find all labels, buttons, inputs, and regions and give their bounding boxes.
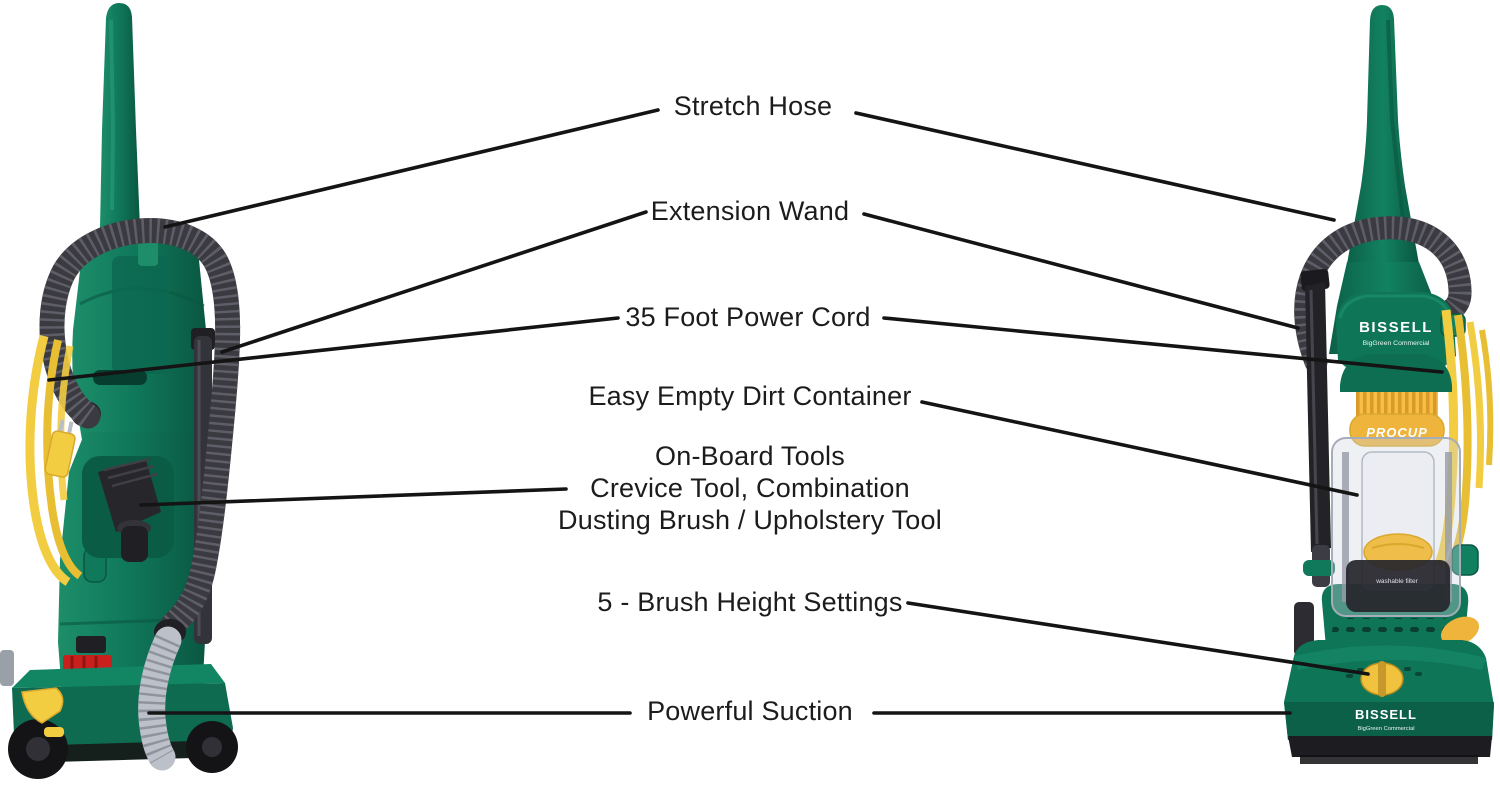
quick-release-tab	[1440, 616, 1480, 646]
sub-brand-text: BigGreen Commercial	[1357, 726, 1414, 732]
leader-line-power-cord-right	[882, 316, 1444, 374]
callout-onboard-line1: On-Board Tools	[655, 441, 845, 471]
leader-line-onboard-tools	[139, 487, 568, 507]
lever-tab	[44, 727, 64, 737]
sub-brand-text: BigGreen Commercial	[1363, 340, 1430, 347]
callout-dirt-container: Easy Empty Dirt Container	[588, 381, 912, 411]
leader-line-power-cord-left	[47, 316, 620, 382]
callout-stretch-hose: Stretch Hose	[673, 91, 833, 121]
leader-line-extension-wand-right	[862, 212, 1300, 330]
callout-onboard-line2: Crevice Tool, Combination	[590, 473, 910, 503]
base-bumper	[1288, 736, 1492, 757]
container-base	[1346, 560, 1450, 612]
callout-powerful-suction: Powerful Suction	[647, 696, 853, 726]
lower-hose-graphic	[138, 626, 182, 771]
vacuum-back-view-image	[0, 3, 241, 779]
callout-brush-height: 5 - Brush Height Settings	[597, 587, 903, 617]
handle-graphic-right	[1347, 5, 1419, 264]
procup-label: PROCUP	[1366, 425, 1428, 440]
callout-onboard-tools: On-Board Tools Crevice Tool, Combination…	[558, 440, 942, 536]
callout-onboard-line3: Dusting Brush / Upholstery Tool	[558, 505, 942, 535]
washable-filter-label: washable filter	[1375, 578, 1418, 585]
callout-extension-wand: Extension Wand	[650, 196, 850, 226]
power-cord-graphic-left	[25, 334, 107, 586]
leader-line-stretch-hose-right	[854, 111, 1336, 222]
handle-graphic	[100, 3, 140, 228]
carry-lever	[21, 687, 64, 724]
cord-plug	[44, 419, 76, 478]
bag-latch	[76, 636, 106, 653]
leader-line-stretch-hose-left	[163, 108, 660, 229]
leader-lines	[47, 108, 1444, 715]
vacuum-front-view-image: BISSELL BigGreen Commercial PROCUP	[1284, 5, 1494, 764]
leader-line-extension-wand-left	[220, 210, 648, 354]
crevice-tool-graphic	[82, 456, 174, 562]
leader-line-dirt-container	[920, 400, 1359, 497]
base-graphic-left	[0, 650, 238, 779]
leader-line-brush-height	[906, 601, 1370, 676]
brand-logo-text: BISSELL	[1359, 319, 1433, 336]
housing-panel	[112, 256, 170, 374]
base-graphic-right: BISSELL BigGreen Commercial	[1284, 640, 1494, 764]
dirt-container-graphic: PROCUP washable filter	[1331, 354, 1461, 617]
callout-power-cord: 35 Foot Power Cord	[625, 302, 871, 332]
brand-logo-text: BISSELL	[1355, 707, 1417, 722]
hose-clip	[138, 236, 158, 266]
